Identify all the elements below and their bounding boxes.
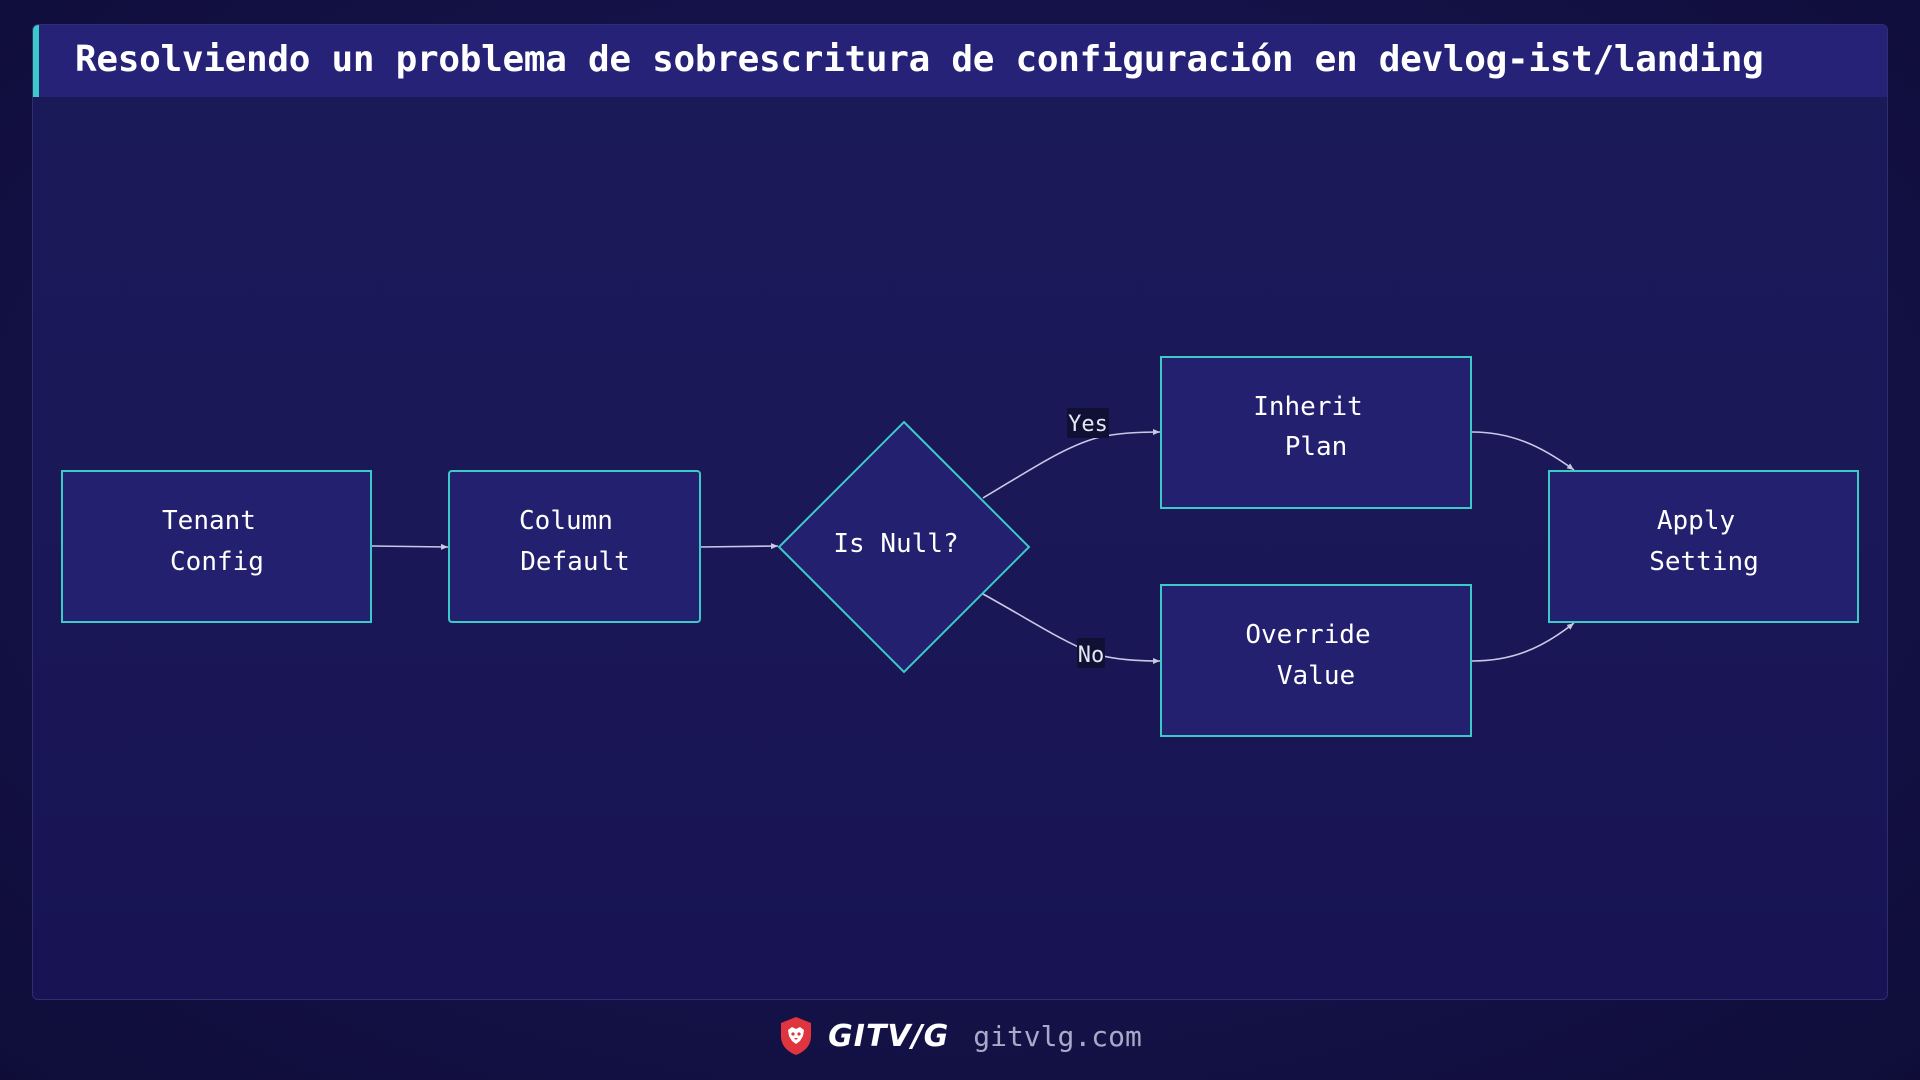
node-override-value-line1: Override [1245, 620, 1370, 650]
node-tenant-config-line2: Config [170, 547, 264, 577]
footer: GITV/G gitvlg.com [0, 1012, 1920, 1060]
node-tenant-config-line1: Tenant [162, 506, 256, 536]
title-bar: Resolviendo un problema de sobrescritura… [33, 25, 1887, 97]
edge-override-to-apply [1471, 622, 1575, 662]
node-is-null: Is Null? [777, 420, 1031, 674]
node-apply-setting-line2: Setting [1649, 547, 1759, 577]
node-inherit-plan-line2: Plan [1285, 432, 1348, 462]
node-override-value: Override Value [1160, 584, 1472, 737]
edge-label-yes: Yes [1067, 408, 1109, 438]
edge-label-no-text: No [1078, 643, 1105, 668]
node-is-null-label: Is Null? [833, 529, 958, 559]
page-title: Resolviendo un problema de sobrescritura… [75, 39, 1764, 80]
node-apply-setting: Apply Setting [1548, 470, 1859, 623]
lion-shield-icon [778, 1016, 814, 1056]
edge-isnull-to-override [982, 593, 1161, 664]
edge-tenant-to-column [371, 543, 449, 550]
edge-isnull-to-inherit [982, 429, 1161, 499]
node-inherit-plan-line1: Inherit [1253, 392, 1363, 422]
edge-label-yes-text: Yes [1068, 412, 1108, 437]
footer-domain-link[interactable]: gitvlg.com [973, 1019, 1142, 1053]
node-override-value-line2: Value [1277, 661, 1355, 691]
edge-label-no: No [1077, 638, 1105, 668]
footer-brand: GITV/G [828, 1018, 950, 1054]
node-column-default-line2: Default [520, 547, 630, 577]
edge-inherit-to-apply [1471, 431, 1575, 471]
node-apply-setting-line1: Apply [1657, 506, 1735, 536]
node-column-default: Column Default [448, 470, 701, 623]
node-tenant-config: Tenant Config [61, 470, 372, 623]
node-column-default-line1: Column [519, 506, 613, 536]
edge-column-to-isnull [699, 543, 779, 550]
node-inherit-plan: Inherit Plan [1160, 356, 1472, 509]
